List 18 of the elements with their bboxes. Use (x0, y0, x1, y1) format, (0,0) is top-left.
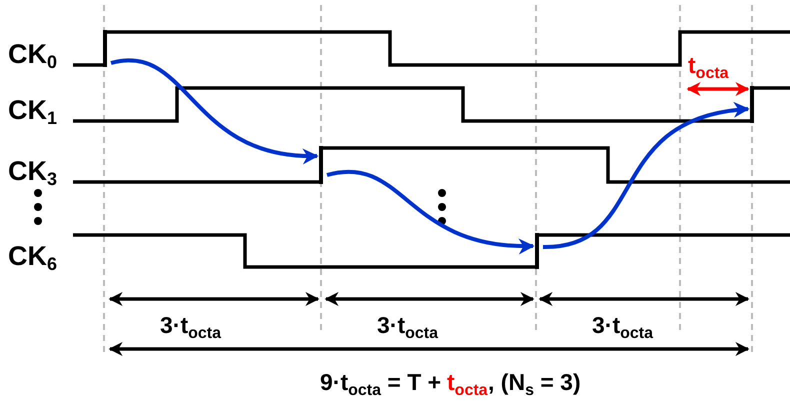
clock-edge-step (319, 146, 323, 184)
clock-edge-step (103, 30, 107, 67)
formula-text: 9·t$_{octa}$ = T + (320, 369, 442, 401)
clock-edge-step (535, 233, 539, 269)
clock-edge-step (750, 86, 754, 123)
dimension-label: 3·t$_{octa}$ (377, 312, 438, 344)
causal-arrow (110, 58, 319, 164)
signal-label: CK$_{0}$ (8, 39, 58, 74)
formula-text: t$_{octa}$ (447, 369, 488, 401)
signal-label: CK$_{1}$ (8, 95, 58, 130)
dimension-label: 3·t$_{octa}$ (160, 312, 222, 344)
formula-text: , (N$_{s}$ = 3) (488, 369, 581, 401)
dimension-label: 3·t$_{octa}$ (592, 312, 654, 344)
signal-label: CK$_{6}$ (8, 241, 58, 276)
causal-arrow (542, 103, 750, 249)
causal-arrow (326, 170, 535, 254)
signal-label: CK$_{3}$ (8, 156, 58, 191)
dimension-label: t$_{octa}$ (688, 52, 729, 84)
